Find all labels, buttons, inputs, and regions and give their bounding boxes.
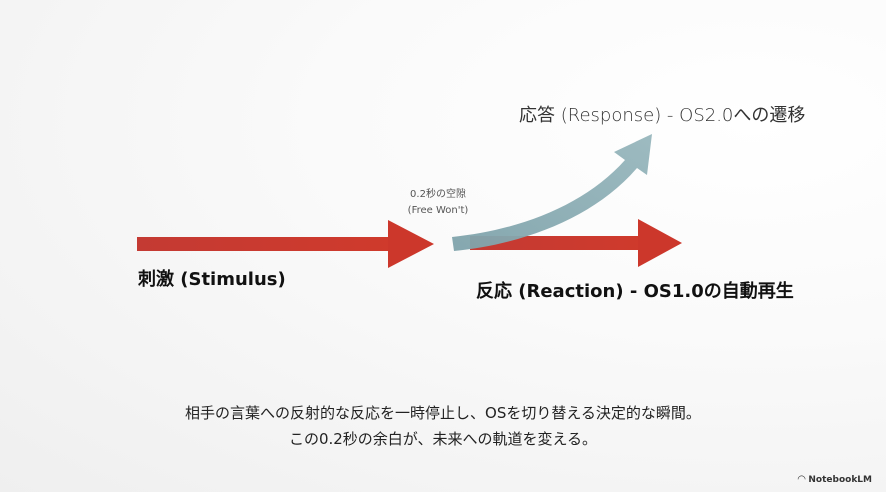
caption: 相手の言葉への反射的な反応を一時停止し、OSを切り替える決定的な瞬間。 この0.… (0, 400, 886, 452)
notebooklm-logo-icon: ◠ (797, 474, 806, 485)
gap-label-line2: (Free Won't) (407, 205, 469, 216)
stimulus-arrow (137, 220, 434, 268)
gap-label-line1: 0.2秒の空隙 (410, 189, 466, 200)
brand-name: NotebookLM (808, 474, 872, 485)
caption-line1: 相手の言葉への反射的な反応を一時停止し、OSを切り替える決定的な瞬間。 (185, 404, 701, 422)
response-arrow (452, 134, 652, 251)
stimulus-label: 刺激 (Stimulus) (138, 269, 286, 290)
gap-label: 0.2秒の空隙 (Free Won't) (400, 187, 476, 219)
reaction-label: 反応 (Reaction) - OS1.0の自動再生 (476, 281, 794, 302)
response-label: 応答 (Response) - OS2.0への遷移 (519, 105, 806, 126)
brand-watermark: ◠ NotebookLM (798, 474, 872, 485)
caption-line2: この0.2秒の余白が、未来への軌道を変える。 (288, 430, 598, 448)
